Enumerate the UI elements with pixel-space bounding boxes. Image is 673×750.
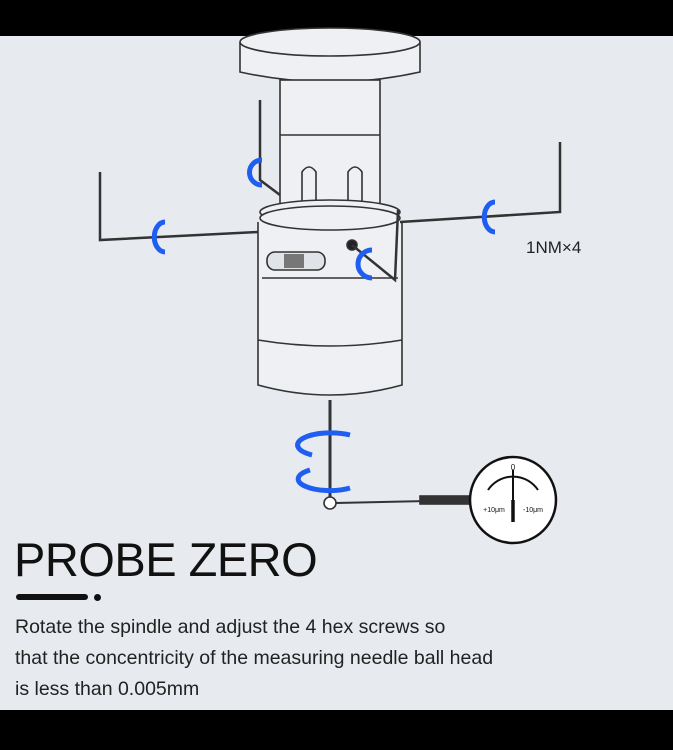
dial-gauge: 0 +10μm -10μm	[335, 455, 558, 545]
gauge-zero-label: 0	[511, 463, 516, 472]
gauge-minus-label: -10μm	[523, 507, 543, 514]
gauge-plus-label: +10μm	[483, 507, 505, 514]
title-underline-dot	[94, 594, 101, 601]
probe-body	[257, 199, 403, 510]
rotation-arrow-icons	[151, 157, 496, 494]
description-line: Rotate the spindle and adjust the 4 hex …	[15, 616, 446, 638]
hex-keys	[98, 100, 562, 283]
torque-label: 1NM×4	[526, 238, 582, 257]
spindle-flange	[239, 27, 421, 211]
description-line: that the concentricity of the measuring …	[15, 647, 494, 669]
description: Rotate the spindle and adjust the 4 hex …	[15, 612, 493, 705]
page-title: PROBE ZERO	[14, 533, 318, 586]
description-line: is less than 0.005mm	[15, 678, 200, 700]
title-underline	[16, 594, 88, 600]
